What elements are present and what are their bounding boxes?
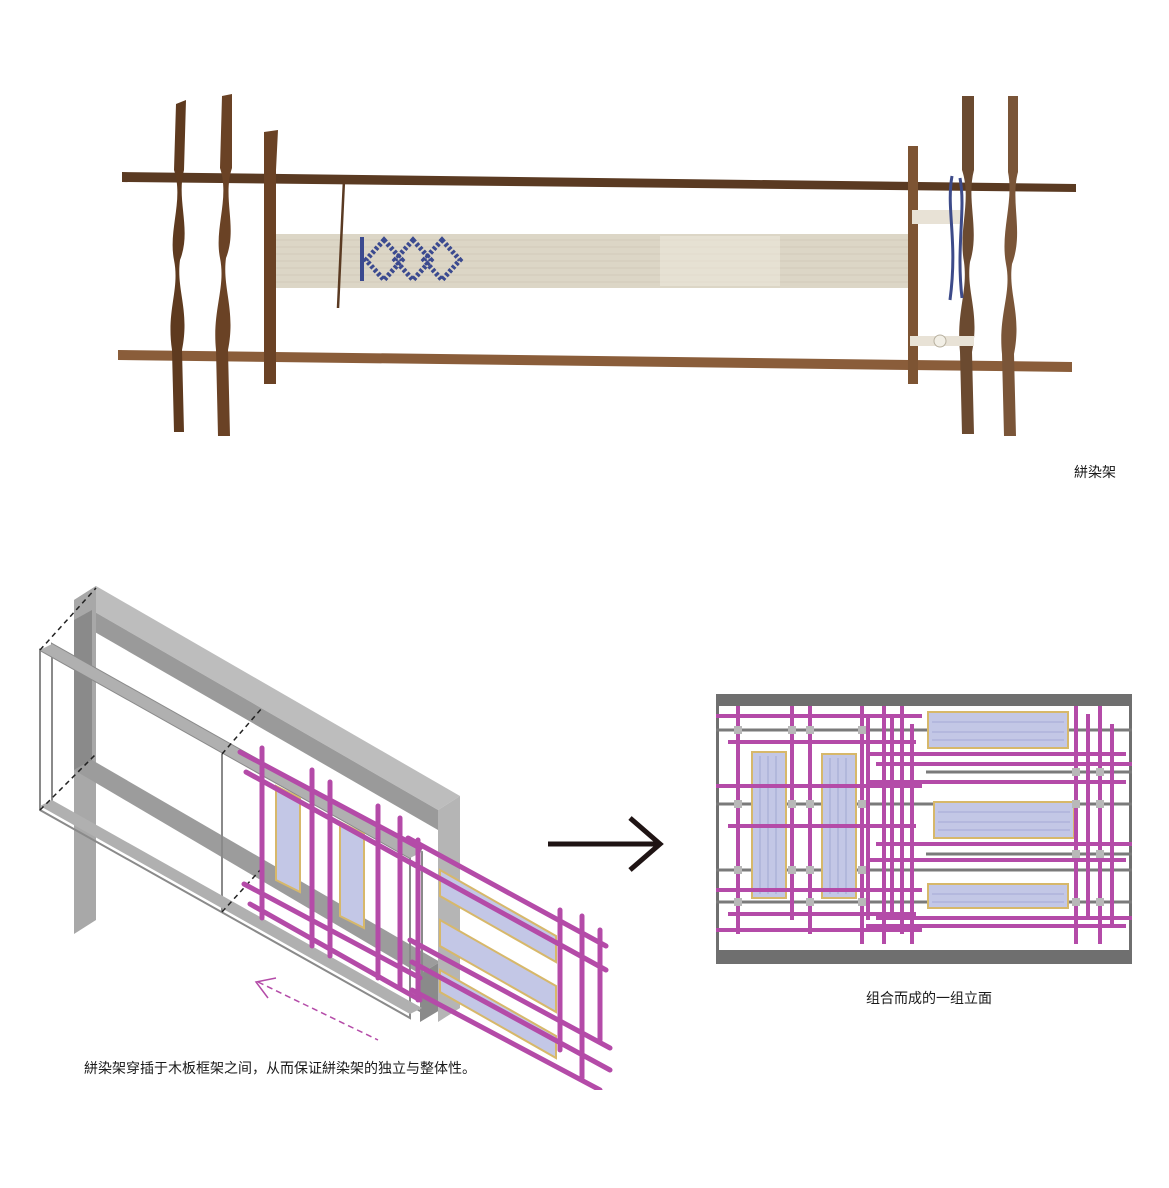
- loom-bottom-bar: [118, 350, 1072, 372]
- loom-post-right-3: [1001, 96, 1018, 436]
- loom-photo: [0, 0, 1169, 480]
- loom-photo-caption: 絣染架: [1074, 462, 1116, 482]
- loom-post-left-2: [215, 94, 232, 436]
- right-arrow-icon: [540, 810, 670, 880]
- loom-post-right-1: [908, 146, 918, 384]
- elevation-bottom-bar: [716, 950, 1132, 964]
- insertion-caption: 絣染架穿插于木板框架之间，从而保证絣染架的独立与整体性。: [84, 1058, 476, 1078]
- yarn-bundle-top: [912, 176, 962, 300]
- loom-post-left-1: [170, 100, 186, 432]
- yarn-bundle-bottom: [910, 335, 974, 347]
- elevation-top-bar: [716, 694, 1132, 706]
- loom-post-left-3: [264, 130, 278, 384]
- combined-elevation: [716, 694, 1134, 966]
- elevation-caption: 组合而成的一组立面: [866, 988, 992, 1008]
